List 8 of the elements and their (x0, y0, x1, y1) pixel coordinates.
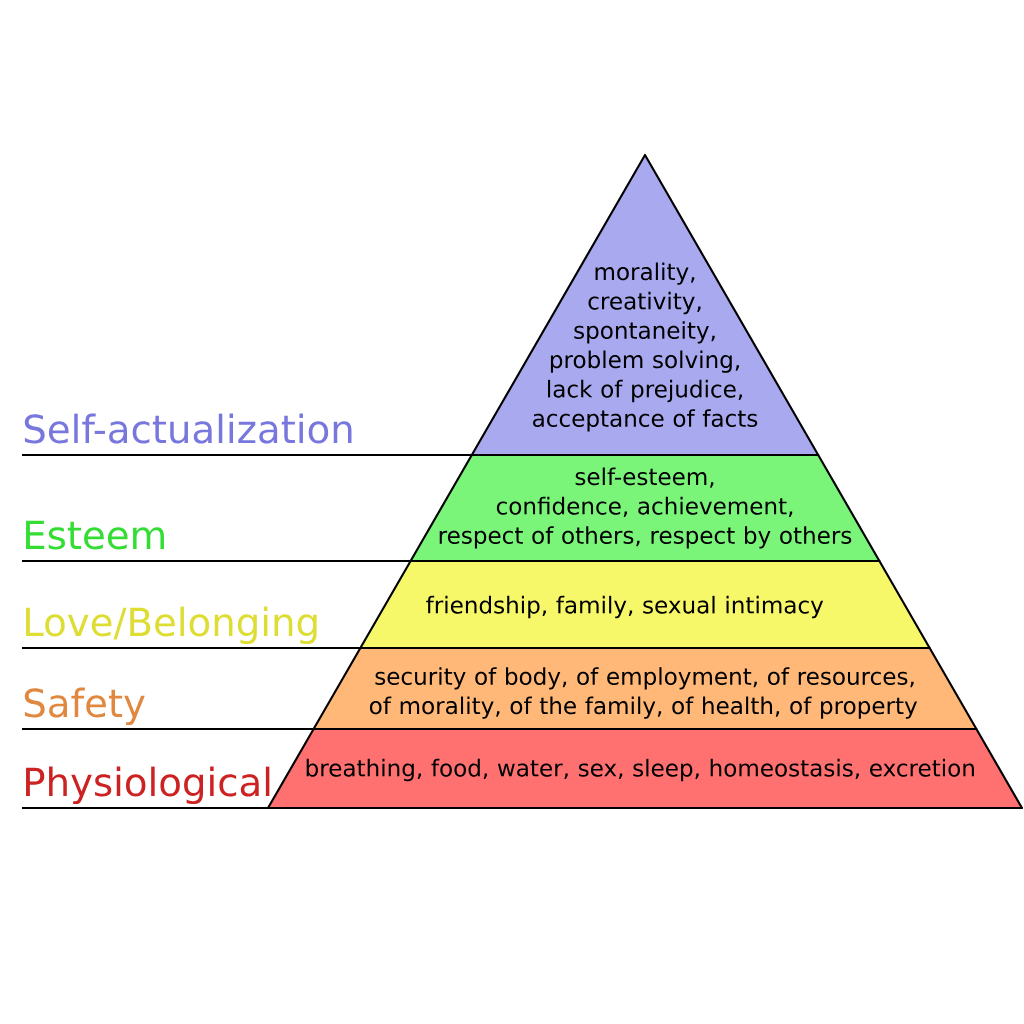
pyramid-level: morality, creativity, spontaneity, problem solving, lack of prejudice, acceptance of facts (470, 153, 820, 457)
pyramid-level: self-esteem, confidence, achievement, respect of others, respect by others (409, 453, 881, 563)
level-label: Safety (24, 687, 145, 726)
level-label: Esteem (26, 520, 164, 550)
pyramid-level: friendship, family, sexual intimacy (359, 559, 931, 650)
level-label: Love/Belonging (26, 606, 317, 645)
pyramid-level: security of body, of employment, of resources, of morality, of the family, of health, of property (312, 646, 978, 731)
level-label: Self-actualization (24, 413, 352, 444)
